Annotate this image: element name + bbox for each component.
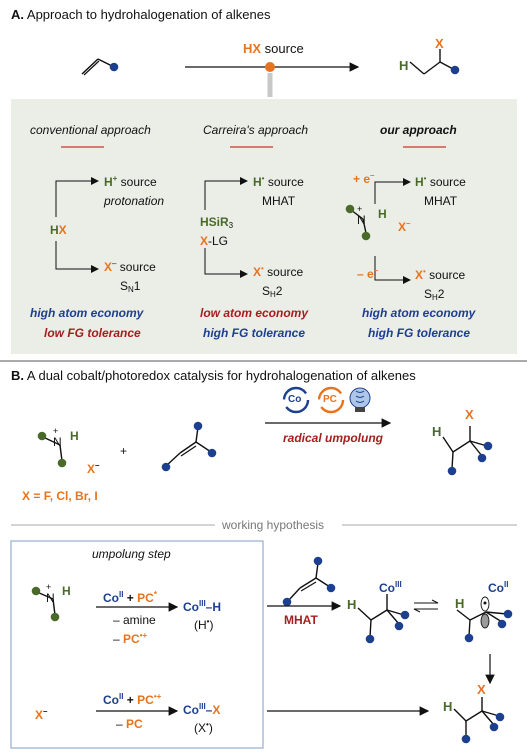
co-cycle-icon [282,386,310,414]
alkene-reactant [81,58,119,76]
trisubstituted-alkene [161,421,217,472]
final-x: X [477,682,486,697]
ours-fg-tolerance: high FG tolerance [368,326,471,340]
final-h: H [443,699,453,714]
conv-x-minus-source: X– source [104,259,156,274]
final-product [453,697,505,744]
ammonium-salt-c [31,586,60,622]
conv-protonation: protonation [104,194,165,208]
ammonium-salt-b [37,431,67,468]
step1-pc-cation: – PC•+ [113,631,148,646]
heading-ours: our approach [380,123,457,137]
salt-n: N [53,435,62,449]
ours-h-source: H• source [415,174,466,189]
carreira-fg-tolerance: high FG tolerance [203,326,306,340]
conv-atom-economy: high atom economy [30,306,144,320]
ours-mhat: MHAT [424,194,458,208]
step2-halide: X– [35,707,48,722]
hx-source-label: HX source [243,41,304,56]
step2-pc: – PC [116,717,143,731]
mhat-label: MHAT [284,613,318,627]
step2-reagents: CoII + PC•+ [103,692,162,707]
co3-halide: CoIII–X [183,702,221,717]
ours-arrows [374,178,411,284]
ours-x-source: X• source [415,267,466,282]
carreira-mhat: MHAT [262,194,296,208]
hydrohalogenation-product [409,49,460,75]
umpolung-box [10,540,264,749]
box-salt-n: N [46,591,55,605]
pc-label: PC [323,394,337,405]
conv-h-plus-source: H+ source [104,174,157,189]
radical-umpolung: radical umpolung [283,431,384,445]
section-a-title: A. Approach to hydrohalogenation of alke… [11,7,271,22]
carreira-arrows [204,177,248,278]
ours-h: H [378,207,387,221]
ours-atom-economy: high atom economy [362,306,476,320]
salt-plus: + [53,426,59,436]
ours-x-minus: X– [398,219,411,234]
carreira-atom-economy: low atom economy [200,306,309,320]
x-radical-equiv: (X•) [194,720,213,735]
plus-sign: + [120,444,128,458]
co2-label: CoII [488,580,509,595]
ammonium-salt-a [345,204,371,241]
product-h-label: H [399,58,409,73]
section-b-title: B. A dual cobalt/photoredox catalysis fo… [11,368,416,383]
conv-arrows [55,177,99,273]
radical-intermediate [456,596,513,643]
co3-hydride: CoIII–H [183,599,222,614]
pc-cycle-icon [317,386,345,414]
carreira-x-lg: X-LG [200,234,229,248]
carreira-hsir3: HSiR3 [200,215,234,230]
ours-minus-e: – e– [357,266,379,281]
co-label: Co [288,394,302,405]
conv-hx: HX [50,223,67,237]
product-x-label: X [435,36,444,51]
salt-h: H [70,429,79,443]
ours-plus-e: + e– [353,171,375,186]
equilibrium-arrows [413,599,439,613]
umpolung-step-label: umpolung step [92,547,171,561]
product-b [442,426,493,476]
product-b-x: X [465,407,474,422]
int2-h: H [455,596,465,611]
box-salt-plus: + [46,582,52,592]
working-hypothesis: working hypothesis [222,518,325,532]
co3-label: CoIII [379,580,402,595]
int-h: H [347,597,357,612]
ours-n: N [357,213,366,227]
product-b-h: H [432,424,442,439]
conv-sn1: SN1 [120,279,141,294]
salt-x: X– [87,461,100,476]
alkene-mhat [282,556,336,607]
approach-panel [11,99,517,354]
step1-reagents: CoII + PC* [103,590,157,605]
carreira-x-source: X• source [253,264,304,279]
carreira-sh2: SH2 [262,284,283,299]
co3-intermediate [357,594,410,644]
conv-fg-tolerance: low FG tolerance [44,326,141,340]
ours-sh2: SH2 [424,287,445,302]
box-salt-h: H [62,584,71,598]
carreira-h-source: H• source [253,174,304,189]
heading-carreira: Carreira's approach [203,123,309,137]
h-radical-equiv: (H•) [194,617,214,632]
light-bulb-icon [349,387,371,412]
heading-conventional: conventional approach [30,123,151,137]
ours-n-plus: + [357,204,363,214]
hx-source-node [265,62,275,72]
step1-amine: – amine [113,613,156,627]
halide-list: X = F, Cl, Br, I [22,489,98,503]
